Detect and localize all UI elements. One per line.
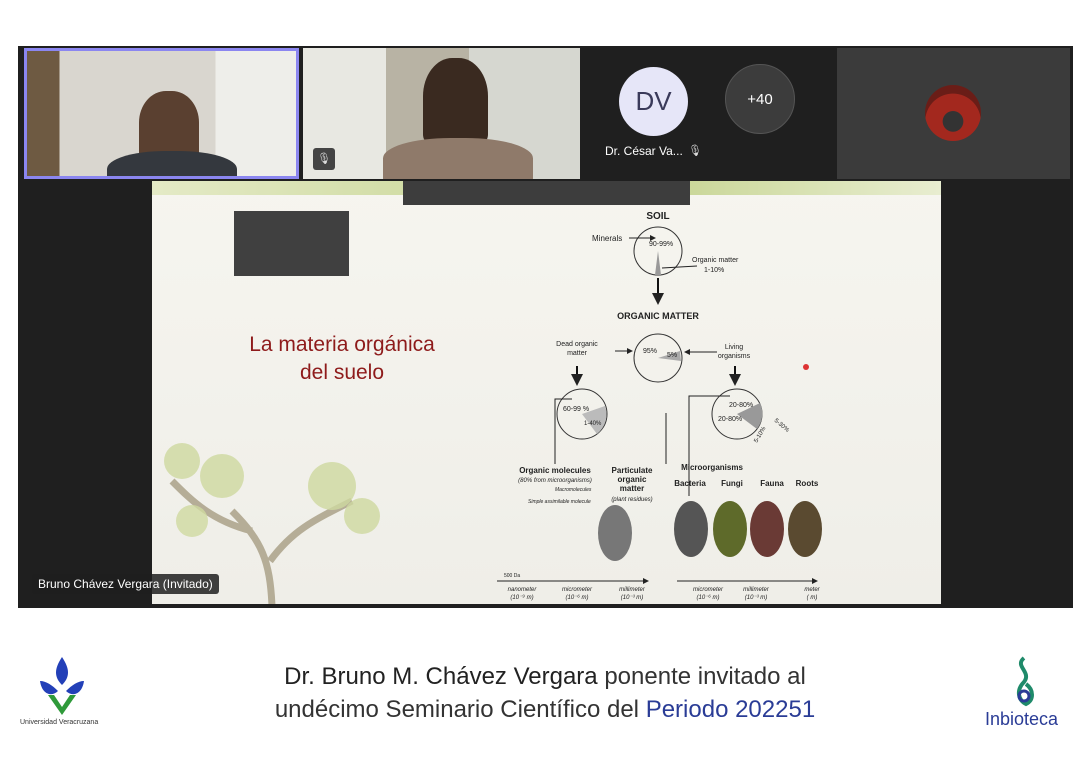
label-millimeter: millimeter (619, 587, 646, 593)
label-microorganisms: Microorganisms (681, 463, 743, 472)
label-nanometer: nanometer (508, 587, 538, 593)
label-macromolecules: Macromolecules (555, 487, 592, 493)
slide-title-line2: del suelo (299, 361, 385, 384)
label-simple-molecule: Simple assimilable molecule (528, 499, 591, 505)
slide-placeholder (234, 211, 349, 276)
label-micrometer-exp: (10⁻⁶ m) (566, 594, 589, 601)
label-1-40: 1-40% (584, 421, 602, 427)
participant-tile-3[interactable]: DV +40 Dr. César Va... 🎙︎ (585, 48, 830, 179)
footer-line1-rest: ponente invitado al (597, 663, 806, 690)
label-dead-om-2: matter (567, 350, 588, 357)
label-micrometer-exp-2: (10⁻⁶ m) (697, 594, 720, 601)
soil-organic-matter-diagram: SOIL Minerals 90-99% Organic matter 1-10… (497, 211, 822, 601)
screen-share-bar (403, 181, 690, 205)
label-living: Living (725, 344, 743, 351)
label-particulate: Particulate (612, 466, 653, 475)
inbioteca-logo (1017, 656, 1034, 707)
label-bacteria: Bacteria (674, 479, 706, 488)
participant-video (139, 91, 199, 161)
period-label: Periodo 202251 (645, 696, 816, 723)
speaker-name: Dr. Bruno M. Chávez Vergara (284, 663, 598, 690)
label-20-80-b: 20-80% (718, 416, 742, 423)
mic-off-icon: 🎙︎ (313, 148, 335, 170)
fauna-image (750, 501, 784, 557)
om-pie (633, 333, 683, 383)
slide-title-line1: La materia orgánica (249, 333, 435, 356)
footer-line2-rest: undécimo Seminario Científico del (274, 696, 646, 723)
label-organic-matter-heading: ORGANIC MATTER (617, 311, 699, 321)
bacteria-image (674, 501, 708, 557)
uv-label: Universidad Veracruzana (20, 719, 99, 726)
label-micrometer-2: micrometer (693, 587, 724, 593)
label-meter: meter (804, 587, 820, 593)
om-pie-slice (658, 351, 681, 361)
label-nanometer-exp: (10⁻⁹ m) (510, 594, 533, 601)
label-20-80-a: 20-80% (729, 402, 753, 409)
label-organic-matter: Organic matter (692, 257, 739, 264)
label-living-pct: 5% (667, 352, 677, 359)
participant-body (383, 138, 533, 179)
roots-image (788, 501, 822, 557)
laser-pointer (803, 364, 809, 370)
label-particulate-note: (plant residues) (611, 497, 652, 503)
participant-tile-2[interactable]: 🎙︎ (303, 48, 580, 179)
label-living-2: organisms (718, 353, 751, 360)
label-millimeter-exp-2: (10⁻³ m) (745, 595, 768, 601)
more-participants-button[interactable]: +40 (725, 64, 795, 134)
label-roots: Roots (796, 479, 819, 488)
particulate-image (598, 505, 632, 561)
avatar (925, 85, 981, 141)
participant-video (423, 58, 488, 143)
label-particulate-2: organic (618, 475, 647, 484)
label-micrometer: micrometer (562, 587, 593, 593)
label-500-da: 500 Da (504, 573, 520, 579)
shared-slide: La materia orgánica del suelo SOIL Miner… (152, 181, 941, 604)
inbioteca-label: Inbioteca (985, 709, 1059, 729)
label-dead-pct: 95% (643, 348, 657, 355)
universidad-veracruzana-logo (40, 657, 84, 715)
label-fungi: Fungi (721, 479, 743, 488)
dead-om-pie (556, 388, 608, 440)
label-minerals: Minerals (592, 234, 622, 243)
tree-illustration (164, 443, 380, 604)
mic-off-icon: 🎙︎ (688, 145, 702, 157)
avatar: DV (619, 67, 688, 136)
footer-line-2: undécimo Seminario Científico del Period… (0, 696, 1090, 724)
footer-line-1: Dr. Bruno M. Chávez Vergara ponente invi… (0, 663, 1090, 691)
participant-tile-1[interactable] (24, 48, 299, 179)
label-millimeter-2: millimeter (743, 587, 770, 593)
label-om-pct: 1-10% (704, 267, 724, 274)
label-60-99: 60-99 % (563, 406, 589, 413)
label-soil: SOIL (646, 211, 669, 222)
label-minerals-pct: 90-99% (649, 241, 673, 248)
label-millimeter-exp: (10⁻³ m) (621, 595, 644, 601)
fungi-image (713, 501, 747, 557)
label-meter-exp: ( m) (807, 595, 818, 601)
label-organic-molecules: Organic molecules (519, 466, 591, 475)
label-5-30: 5-30% (773, 418, 791, 434)
label-particulate-3: matter (620, 484, 644, 493)
meeting-window: 🎙︎ DV +40 Dr. César Va... 🎙︎ La materia … (18, 46, 1073, 608)
participant-tile-4[interactable] (837, 48, 1070, 179)
slide-title: La materia orgánica del suelo (222, 331, 462, 387)
label-fauna: Fauna (760, 479, 784, 488)
participant-name: Dr. César Va... (605, 144, 683, 158)
soil-pie-slice (655, 251, 661, 275)
label-5-10: 5-10% (754, 425, 768, 444)
presenter-name-label: Bruno Chávez Vergara (Invitado) (32, 574, 219, 594)
label-dead-om: Dead organic (556, 341, 598, 348)
participant-body (107, 151, 237, 176)
label-organic-molecules-note: (80% from microorganisms) (518, 478, 592, 484)
